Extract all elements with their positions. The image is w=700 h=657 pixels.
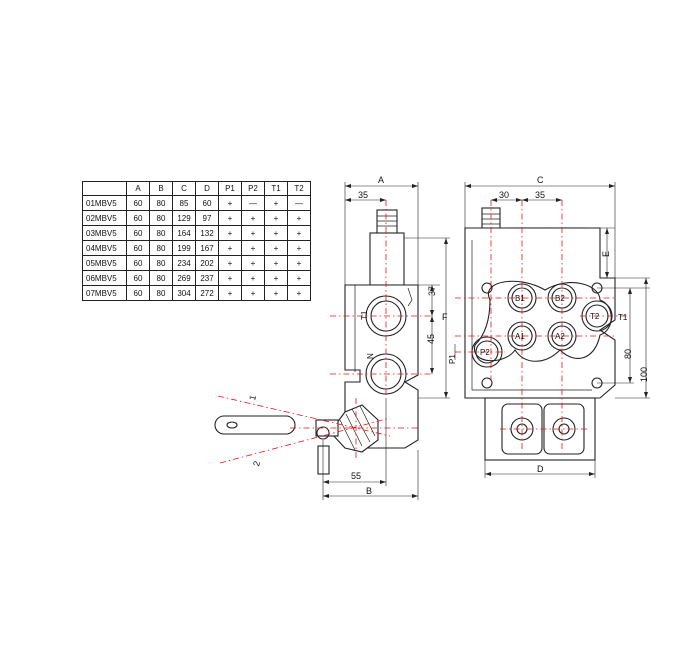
spool-cap [369, 232, 405, 286]
lever-position-1-label: 1 [247, 394, 258, 401]
dim-35-side-label: 35 [358, 190, 368, 200]
dim-35-front-label: 35 [535, 190, 545, 200]
mount-hole-tl [481, 282, 493, 294]
dim-37-label: 37 [427, 286, 437, 296]
port-t2-label: T2 [590, 312, 600, 321]
dim-p1-label: P1 [448, 354, 457, 364]
dim-t1-label: T1 [618, 313, 628, 322]
dim-b-label: B [366, 486, 372, 496]
dim-d-label: D [537, 464, 544, 474]
value-cell: + [287, 210, 311, 226]
dim-100-label: 100 [639, 367, 649, 382]
dim-a-label: A [378, 175, 384, 185]
dim-30-label: 30 [499, 190, 509, 200]
value-cell: + [218, 285, 242, 301]
mount-hole-bl [481, 377, 493, 389]
handle-boot [329, 404, 379, 453]
port-b1-label: B1 [515, 294, 525, 303]
dim-f-label: F [442, 312, 448, 322]
lever-position-1-line [217, 395, 391, 437]
lever-position-2-label: 2 [251, 460, 262, 467]
port-p2-label: P2 [480, 348, 490, 357]
spool-stem [376, 209, 398, 235]
lever-position-2-line [219, 417, 391, 464]
port-a2-label: A2 [555, 332, 565, 341]
value-cell: + [287, 285, 311, 301]
dim-c-label: C [537, 175, 544, 185]
side-view: A 35 37 45 F 55 B T1 N 1 2 [214, 175, 450, 500]
port-b2-label: B2 [555, 294, 565, 303]
dim-45-label: 45 [426, 334, 436, 344]
port-a1-label: A1 [515, 332, 525, 341]
port-t1-side-label: T1 [360, 310, 369, 320]
dim-e-label: E [601, 251, 611, 257]
lever-stub [317, 445, 330, 475]
port-n-label: N [366, 353, 375, 359]
dim-55-label: 55 [351, 471, 361, 481]
dim-80-label: 80 [623, 349, 633, 359]
lever-grip[interactable] [214, 415, 296, 435]
front-view: C 30 35 E 80 100 T1 P1 D B1 B2 [448, 175, 650, 478]
value-cell: 304 [172, 285, 196, 301]
